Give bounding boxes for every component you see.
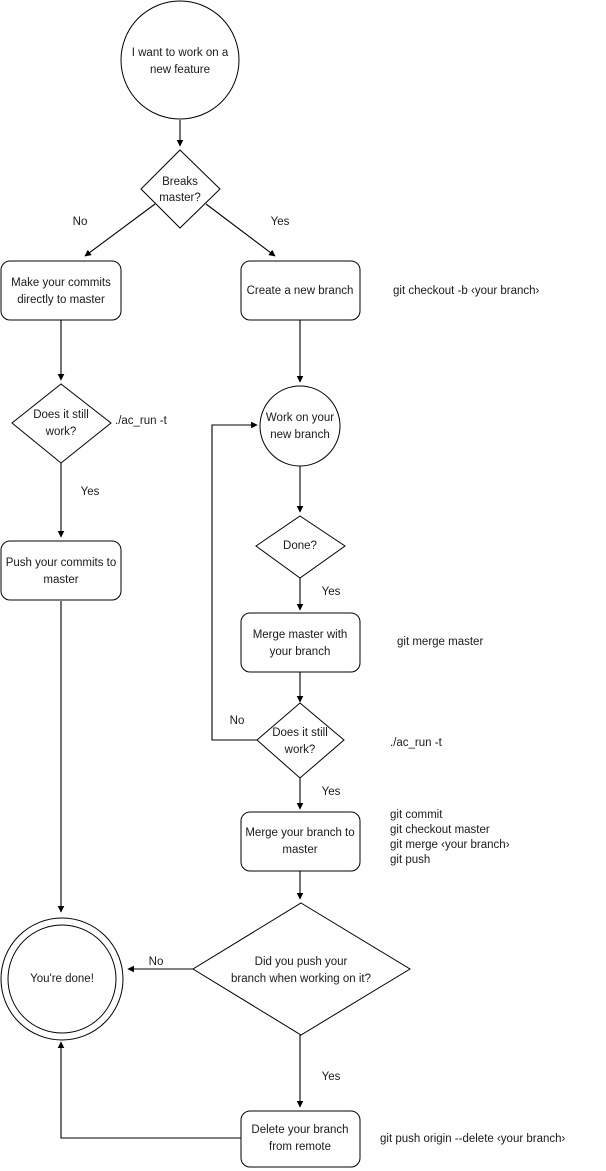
node-push-commits-line2: master (43, 574, 78, 586)
node-breaks-master-shape (140, 149, 221, 229)
node-make-commits-line2: directly to master (17, 294, 105, 306)
edge-label-breaks-no: No (73, 216, 88, 228)
node-mid-test-line1: Does it still (272, 727, 328, 739)
node-work-on-branch[interactable]: Work on your new branch (259, 385, 341, 467)
node-start-line2: new feature (150, 64, 210, 76)
node-youre-done-label: You're done! (30, 973, 94, 985)
node-delete-branch-shape (240, 1110, 361, 1168)
node-did-you-push-line2: branch when working on it? (231, 973, 371, 985)
annotation-merge-cmd-4: git push (390, 854, 430, 866)
edge-label-breaks-yes: Yes (271, 216, 290, 228)
node-delete-branch[interactable]: Delete your branch from remote (240, 1110, 361, 1168)
node-work-on-branch-shape (259, 385, 341, 467)
edge-breaks-yes (205, 203, 276, 257)
node-breaks-master-line1: Breaks (162, 176, 198, 188)
annotation-merge-cmd-3: git merge ‹your branch› (390, 839, 510, 851)
node-create-branch-line1: Create a new branch (247, 285, 354, 297)
node-make-commits[interactable]: Make your commits directly to master (0, 260, 122, 321)
node-done-question[interactable]: Done? (255, 515, 346, 579)
node-youre-done[interactable]: You're done! (0, 917, 124, 1041)
edge-labels: No Yes Yes Yes No Yes No Yes (73, 216, 341, 1083)
node-merge-master-with-shape (240, 612, 361, 673)
node-mid-test-line2: work? (284, 744, 316, 756)
node-did-you-push-line1: Did you push your (255, 956, 348, 968)
node-start-line1: I want to work on a (132, 47, 229, 59)
node-push-commits[interactable]: Push your commits to master (0, 540, 122, 601)
annotation-mid-test-cmd: ./ac_run -t (390, 737, 443, 749)
node-create-branch-shape (240, 260, 361, 321)
node-done-question-shape (255, 515, 346, 579)
node-left-test-shape (11, 383, 112, 464)
node-push-commits-shape (0, 540, 122, 601)
node-work-on-branch-line1: Work on your (266, 412, 334, 424)
edge-breaks-no (84, 203, 156, 257)
node-left-test-line2: work? (45, 426, 77, 438)
node-did-you-push-shape (192, 902, 411, 1036)
node-merge-master-with-line2: your branch (270, 646, 331, 658)
annotation-create-branch-cmd: git checkout -b ‹your branch› (393, 285, 540, 297)
edge-label-midtest-no: No (230, 715, 245, 727)
node-delete-branch-line1: Delete your branch (251, 1124, 348, 1136)
node-create-branch[interactable]: Create a new branch (240, 260, 361, 321)
node-done-question-line1: Done? (283, 540, 317, 552)
node-merge-branch-to-master[interactable]: Merge your branch to master (240, 811, 361, 872)
annotation-delete-branch-cmd: git push origin --delete ‹your branch› (380, 1133, 566, 1145)
node-start-shape (120, 0, 240, 120)
node-merge-branch-to-master-line1: Merge your branch to (245, 827, 354, 839)
node-work-on-branch-line2: new branch (270, 429, 329, 441)
node-merge-branch-to-master-shape (240, 811, 361, 872)
edge-delete-to-done (57, 1041, 241, 1139)
connectors (57, 120, 304, 1139)
node-start[interactable]: I want to work on a new feature (120, 0, 240, 120)
annotation-merge-cmd-1: git commit (390, 809, 443, 821)
edge-label-done-yes: Yes (322, 586, 341, 598)
edge-label-midtest-yes: Yes (322, 786, 341, 798)
node-youre-done-inner-shape (7, 924, 117, 1034)
node-merge-branch-to-master-line2: master (282, 844, 317, 856)
node-left-test[interactable]: Does it still work? (11, 383, 112, 464)
edge-label-lefttest-yes: Yes (81, 486, 100, 498)
node-make-commits-line1: Make your commits (11, 277, 111, 289)
node-push-commits-line1: Push your commits to (6, 557, 117, 569)
node-left-test-line1: Does it still (33, 409, 89, 421)
node-breaks-master[interactable]: Breaks master? (140, 149, 221, 229)
node-delete-branch-line2: from remote (269, 1141, 331, 1153)
edge-label-didpush-no: No (149, 956, 164, 968)
edge-midtest-no-loop (211, 421, 260, 741)
annotation-merge-cmd-2: git checkout master (390, 824, 490, 836)
annotation-left-test-cmd: ./ac_run -t (115, 415, 168, 427)
command-annotations: git checkout -b ‹your branch› ./ac_run -… (115, 285, 566, 1145)
node-merge-master-with-line1: Merge master with (253, 629, 348, 641)
node-breaks-master-line2: master? (159, 192, 201, 204)
annotation-merge-master-cmd: git merge master (397, 636, 483, 648)
node-merge-master-with[interactable]: Merge master with your branch (240, 612, 361, 673)
node-make-commits-shape (0, 260, 122, 321)
edge-label-didpush-yes: Yes (322, 1071, 341, 1083)
node-did-you-push[interactable]: Did you push your branch when working on… (192, 902, 411, 1036)
node-mid-test[interactable]: Does it still work? (256, 702, 345, 779)
node-mid-test-shape (256, 702, 345, 779)
